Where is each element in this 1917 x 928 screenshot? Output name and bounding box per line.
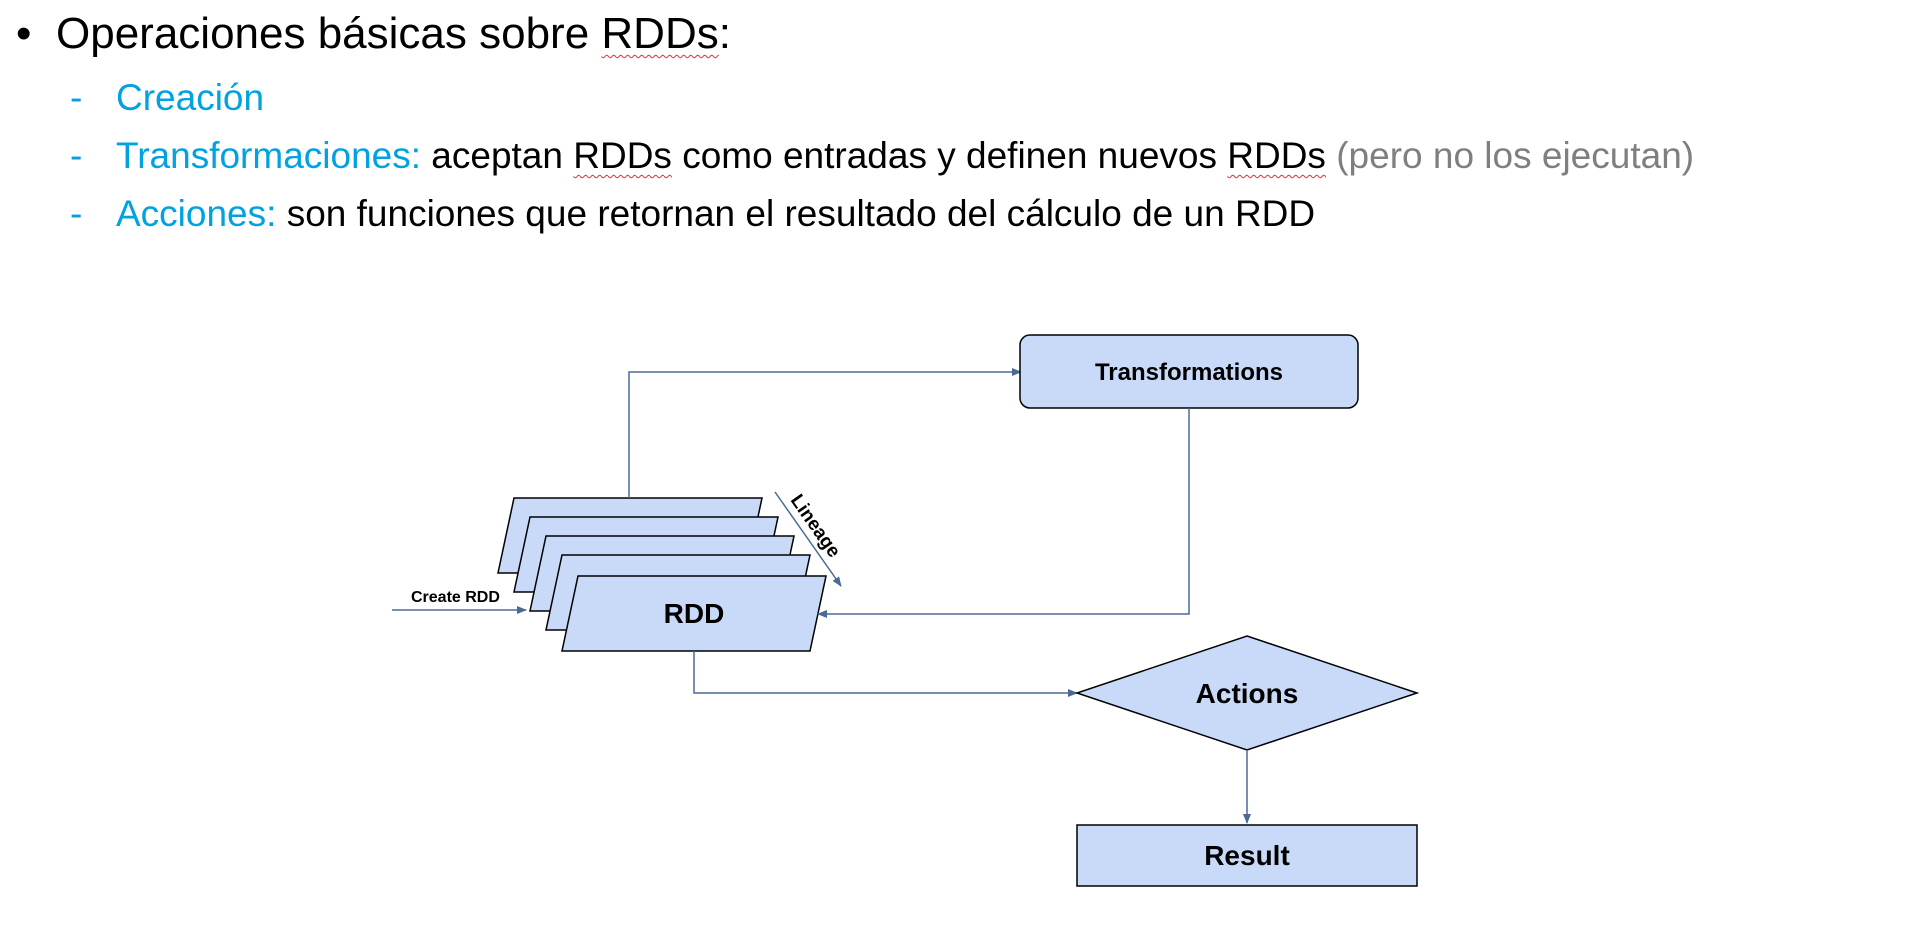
list-item-acciones: -Acciones: son funciones que retornan el…	[70, 190, 1315, 238]
create-rdd-label: Create RDD	[411, 589, 500, 606]
list-item-creacion: -Creación	[70, 74, 264, 122]
result-label: Result	[1204, 840, 1290, 871]
bullet-dot: •	[16, 9, 32, 58]
transformaciones-term-a: RDDs	[573, 135, 672, 176]
list-dash: -	[70, 135, 83, 176]
term-acciones: Acciones:	[116, 193, 277, 234]
acciones-text: son funciones que retornan el resultado …	[276, 193, 1316, 234]
list-dash: -	[70, 77, 83, 118]
term-creacion: Creación	[116, 77, 265, 118]
lineage-label: Lineage	[786, 491, 844, 562]
term-transformaciones: Transformaciones:	[116, 135, 422, 176]
rdd-box	[561, 575, 827, 652]
transformaciones-text-a: aceptan	[421, 135, 574, 176]
transformations-label: Transformations	[1095, 359, 1283, 386]
title-term: RDDs	[601, 9, 719, 58]
transformaciones-text-b: como entradas y definen nuevos	[671, 135, 1228, 176]
list-item-transformaciones: -Transformaciones: aceptan RDDs como ent…	[70, 132, 1694, 180]
transformaciones-term-b: RDDs	[1227, 135, 1326, 176]
lineage-arrow	[774, 491, 842, 587]
transformations-to-rdd-arrow	[817, 408, 1190, 618]
rdd-to-actions-arrow	[693, 651, 1078, 697]
page-title: • Operaciones básicas sobre RDDs:	[16, 6, 731, 62]
list-dash: -	[70, 193, 83, 234]
result-box	[1076, 824, 1418, 887]
actions-label: Actions	[1196, 678, 1299, 709]
transformaciones-note: (pero no los ejecutan)	[1325, 135, 1695, 176]
title-prefix: Operaciones básicas sobre	[56, 9, 602, 58]
rdd-to-transformations-arrow	[628, 368, 1022, 498]
rdd-label: RDD	[664, 598, 725, 629]
title-suffix: :	[718, 9, 731, 58]
